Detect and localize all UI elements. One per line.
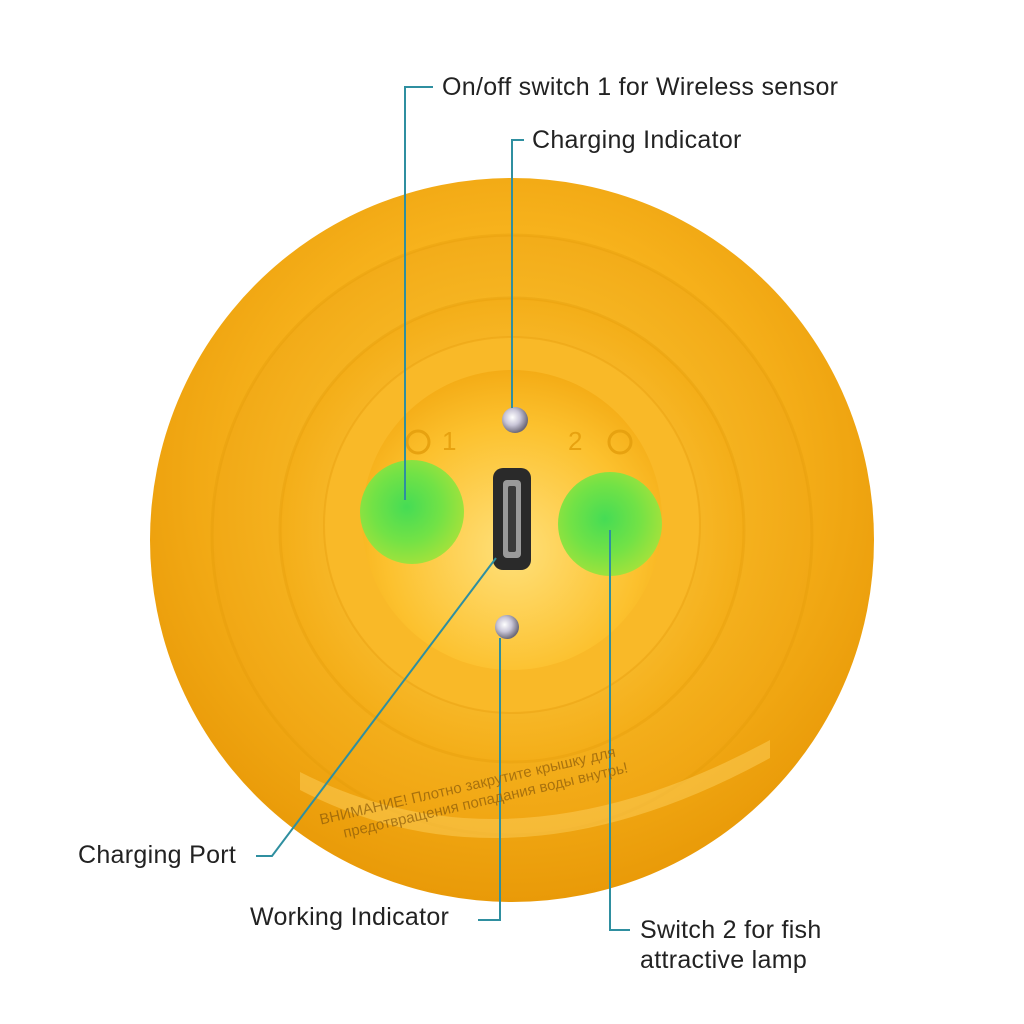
working-indicator-led (495, 615, 519, 639)
switch-2-button[interactable] (558, 472, 662, 576)
switch-1-button[interactable] (360, 460, 464, 564)
callout-line-charging-port (256, 557, 497, 857)
callout-switch-2-line-1: Switch 2 for fish (640, 916, 822, 944)
callout-switch-2-line-2: attractive lamp (640, 946, 808, 974)
callout-lines (256, 86, 630, 931)
charging-port-contact (508, 486, 516, 552)
switch-2-marking: 2 (568, 426, 582, 456)
warning-sticker (300, 740, 770, 839)
charging-indicator-led (502, 407, 528, 433)
power-icon-right (607, 429, 633, 455)
callout-switch-2: Switch 2 for fish attractive lamp (640, 915, 822, 975)
callout-line-switch1 (404, 86, 433, 500)
callout-line-working-indicator (478, 638, 501, 921)
callout-charging-port: Charging Port (78, 841, 237, 869)
callout-working-indicator: Working Indicator (250, 903, 450, 931)
callout-charging-indicator: Charging Indicator (532, 126, 742, 154)
callout-line-charging-indicator (511, 139, 524, 408)
callout-line-switch2 (609, 530, 630, 931)
switch-1-marking: 1 (442, 426, 456, 456)
callout-switch-1: On/off switch 1 for Wireless sensor (442, 73, 839, 101)
power-icon-left (405, 429, 431, 455)
